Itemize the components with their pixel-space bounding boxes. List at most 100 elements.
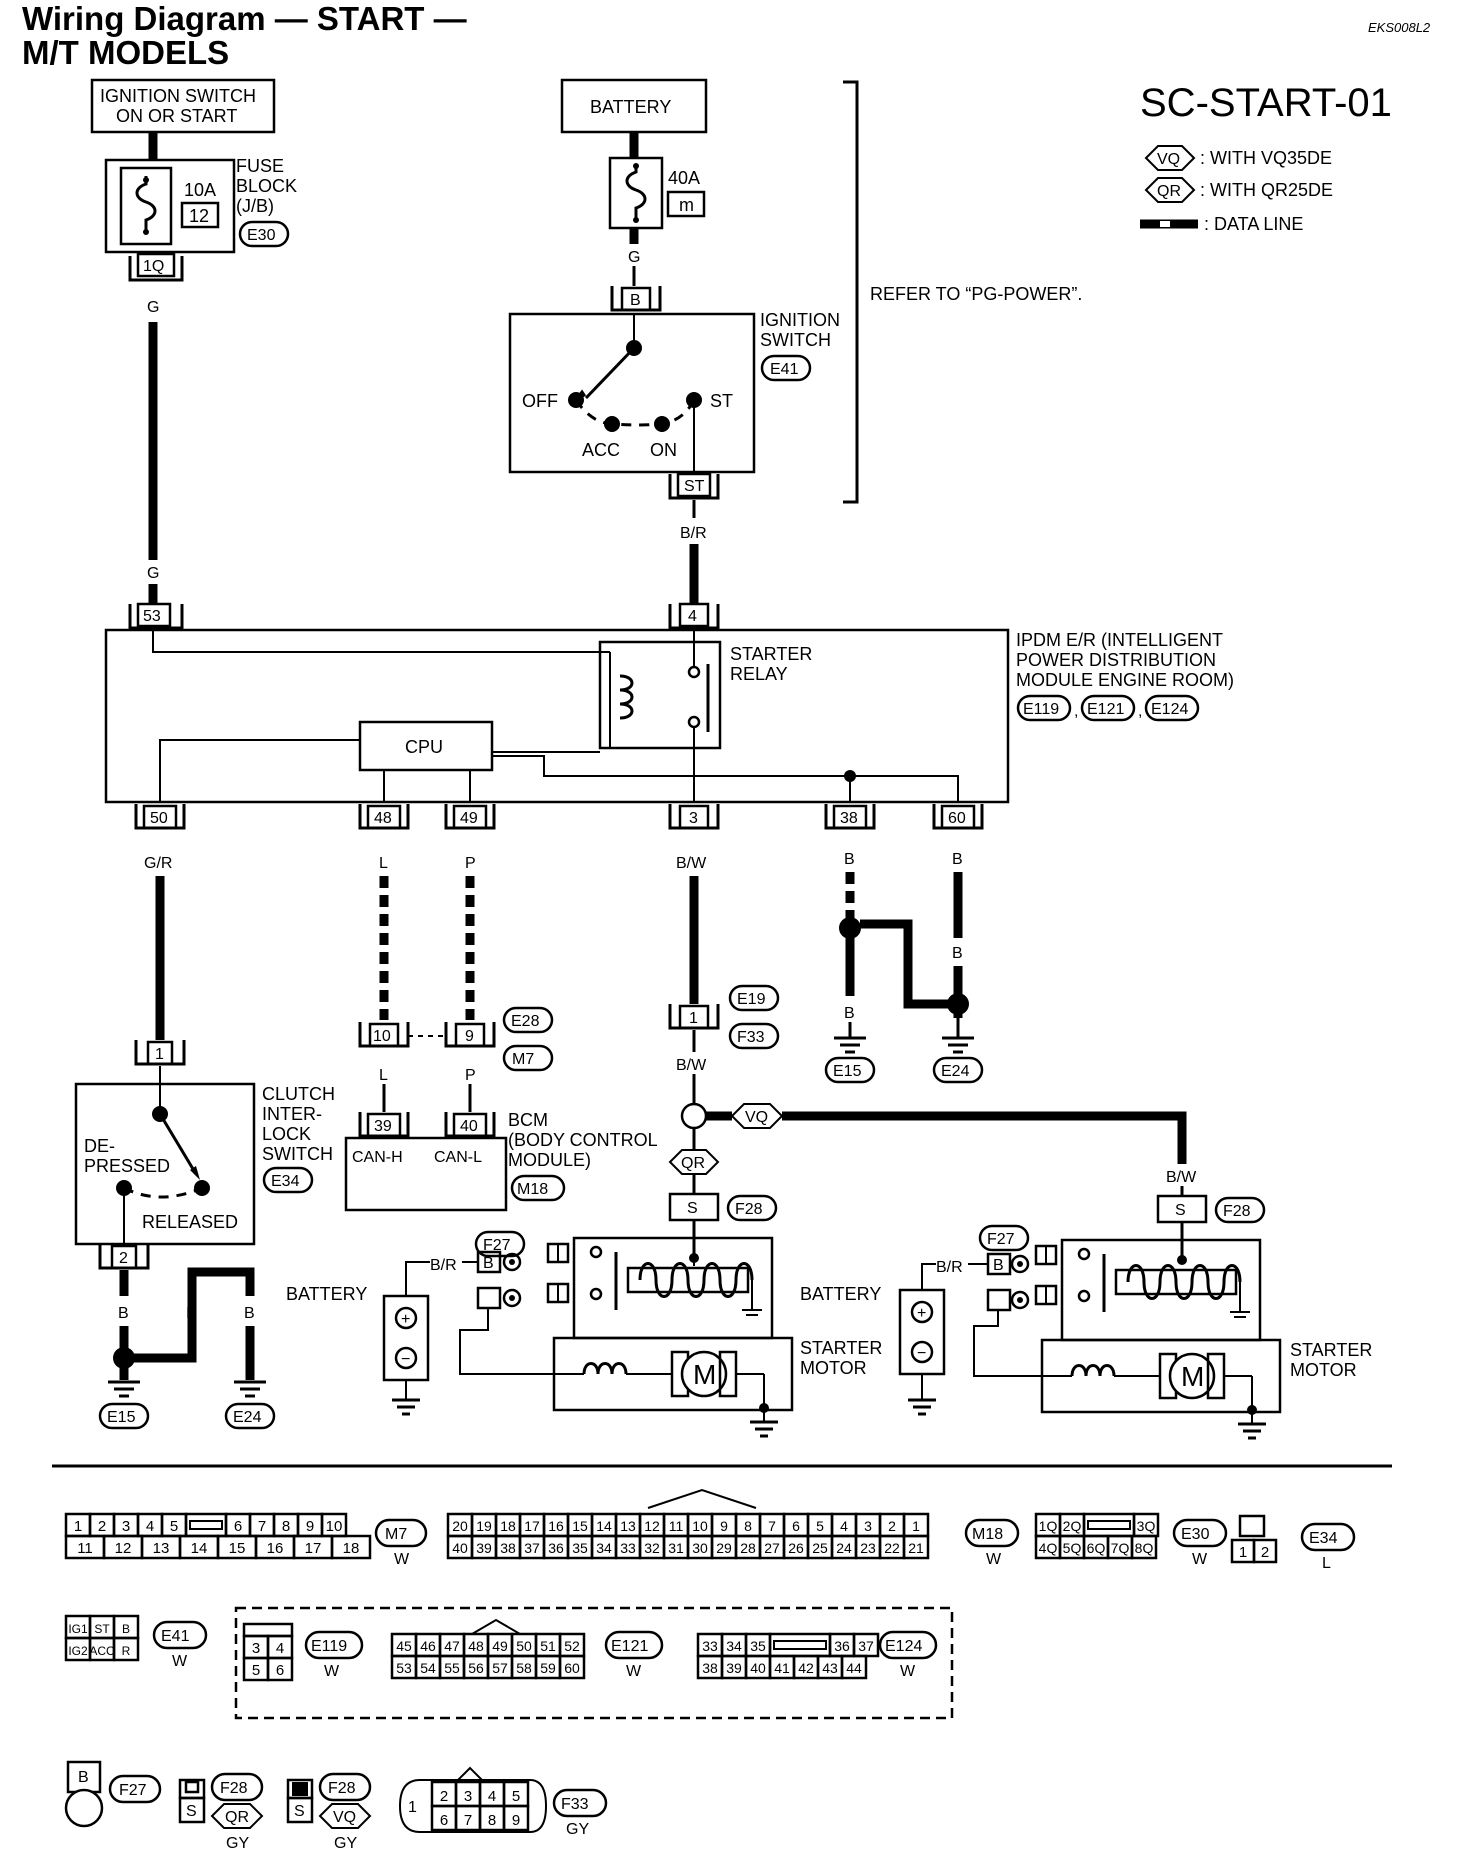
bcm-label1: BCM	[508, 1110, 548, 1130]
branch-point	[680, 1102, 708, 1130]
ground-e24-lower: E24	[224, 1380, 276, 1430]
conn-m18-top-pin-8: 12	[644, 1518, 660, 1534]
joint-conn-e19: E19	[737, 991, 766, 1008]
fuse-40a-rating: 40A	[668, 168, 700, 188]
conn-e30-label: E30	[1181, 1526, 1210, 1543]
legend-qr-tag: QR	[1157, 183, 1181, 200]
ign-switch-label1: IGNITION	[760, 310, 840, 330]
field-coil-vq-icon	[1070, 1364, 1116, 1377]
starter-relay-label1: STARTER	[730, 644, 812, 664]
conn-f33-top-pin-3: 5	[512, 1788, 520, 1805]
conn-f27-label: F27	[119, 1782, 147, 1799]
conn-e41-top-pin-1: ST	[94, 1622, 110, 1636]
conn-f28b-label: F28	[328, 1780, 356, 1797]
conn-f33-top-pin-1: 3	[464, 1788, 472, 1805]
conn-m18-top-pin-6: 14	[596, 1518, 612, 1534]
wire-color-p-bottom: P	[465, 1067, 476, 1084]
conn-e121-bottom-pin-7: 60	[564, 1660, 580, 1676]
page-title: Wiring Diagram — START —	[22, 0, 467, 37]
conn-m7-bottom-pin-7: 18	[343, 1540, 360, 1557]
ipdm-pin-48: 48	[374, 810, 392, 827]
ipdm-label3: MODULE ENGINE ROOM)	[1016, 670, 1234, 690]
relay-coil-icon	[619, 674, 634, 720]
conn-e34-color: L	[1322, 1555, 1331, 1572]
wire-color-l-bottom: L	[379, 1067, 388, 1084]
conn-e124-bottom-cell-6	[840, 1654, 868, 1680]
clutch-label2: INTER-	[262, 1104, 322, 1124]
starter-motor-qr: S F28 M STARTER MOTOR	[286, 1192, 882, 1438]
conn-f28a-label: F28	[220, 1780, 248, 1797]
starter-qr-wire-br: B/R	[430, 1257, 457, 1274]
wire-color-b-clutch3: B	[244, 1305, 255, 1322]
conn-e34-hood	[1238, 1514, 1266, 1538]
conn-e30-top-pin-2: 3Q	[1137, 1518, 1156, 1534]
wire-color-b-38: B	[844, 851, 855, 868]
conn-e121-top-pin-1: 46	[420, 1638, 436, 1654]
ign-source-line2: ON OR START	[116, 106, 237, 126]
ipdm-conn-sep2: ,	[1138, 703, 1142, 720]
conn-e41-bottom-pin-0: IG2	[68, 1644, 88, 1658]
conn-e121-bottom-pin-1: 54	[420, 1660, 436, 1676]
wire-color-g-battery: G	[628, 249, 640, 266]
joint-pin-10: 10	[373, 1028, 391, 1045]
conn-m18-bottom-cell-19	[902, 1534, 930, 1560]
wire-color-gr: G/R	[144, 855, 172, 872]
conn-m18-bottom-pin-14: 26	[788, 1540, 804, 1556]
conn-f28b-color: GY	[334, 1835, 357, 1852]
starter-vq-conn-f28: F28	[1223, 1203, 1251, 1220]
conn-e34-label: E34	[1309, 1530, 1338, 1547]
conn-f28a-tag: QR	[225, 1809, 249, 1826]
clutch-label4: SWITCH	[262, 1144, 333, 1164]
conn-m18-top-pin-11: 9	[720, 1518, 728, 1534]
conn-e121-color: W	[626, 1663, 642, 1680]
conn-m18-top-pin-19: 1	[912, 1518, 920, 1534]
bcm-pin-39: 39	[374, 1118, 392, 1135]
fuse-block-label3: (J/B)	[236, 196, 274, 216]
conn-e119-label: E119	[311, 1638, 347, 1655]
conn-f33-bottom-pin-3: 9	[512, 1812, 520, 1829]
conn-m18-top-pin-1: 19	[476, 1518, 492, 1534]
joint-pin-1: 1	[689, 1010, 698, 1027]
conn-m7-top-pin-8: 9	[306, 1518, 314, 1535]
conn-f33-bottom-pin-1: 7	[464, 1812, 472, 1829]
conn-m18-bottom-pin-13: 27	[764, 1540, 780, 1556]
conn-m7-top-pin-0: 1	[74, 1518, 82, 1535]
conn-m18-top-pin-9: 11	[669, 1518, 684, 1534]
fuse-number: 12	[189, 206, 209, 226]
conn-m7-bottom-pin-1: 12	[115, 1540, 132, 1557]
joint-pin-9: 9	[465, 1028, 474, 1045]
conn-e121-bottom-pin-6: 59	[540, 1660, 556, 1676]
wire-color-g-bottom: G	[147, 565, 159, 582]
wire-color-br: B/R	[680, 525, 707, 542]
starter-motor-m-icon	[680, 1350, 728, 1398]
clutch-pin-2: 2	[119, 1250, 128, 1267]
conn-e124-bottom-pin-2: 40	[750, 1660, 766, 1676]
clutch-depressed-1: DE-	[84, 1136, 115, 1156]
conn-e121-bottom-cell-7	[558, 1654, 586, 1680]
conn-m7-top-pin-1: 2	[98, 1518, 106, 1535]
conn-m18-bottom-pin-2: 38	[500, 1540, 516, 1556]
clutch-label1: CLUTCH	[262, 1084, 335, 1104]
conn-m7-top-pin-3: 4	[146, 1518, 154, 1535]
wire-color-g-top: G	[147, 299, 159, 316]
conn-m7-top-pin-4: 5	[170, 1518, 178, 1535]
starter-relay-label2: RELAY	[730, 664, 788, 684]
conn-f33-top-pin-2: 4	[488, 1788, 496, 1805]
ground-e24-upper: E24	[932, 1018, 984, 1084]
starter-vq-pin-s: S	[1175, 1202, 1186, 1219]
bcm-conn: M18	[517, 1181, 548, 1198]
conn-e41-bottom-cell-2	[112, 1636, 140, 1662]
starter-qr-conn-f28: F28	[735, 1201, 763, 1218]
starter-vq-m: M	[1181, 1361, 1204, 1392]
conn-m18-top-pin-13: 7	[768, 1518, 776, 1534]
conn-f33-top-pin-0: 2	[440, 1788, 448, 1805]
joint-conn-m7: M7	[512, 1051, 534, 1068]
bcm-can-l: CAN-L	[434, 1149, 482, 1166]
conn-e30-top-pin-0: 1Q	[1039, 1518, 1058, 1534]
conn-e34-cell-1	[1252, 1538, 1278, 1564]
conn-e34-pin-0: 1	[1239, 1544, 1247, 1561]
conn-e30-color: W	[1192, 1551, 1208, 1568]
conn-m7-top-latch-inner	[189, 1520, 223, 1530]
conn-f33-bottom-cell-3	[502, 1804, 530, 1832]
